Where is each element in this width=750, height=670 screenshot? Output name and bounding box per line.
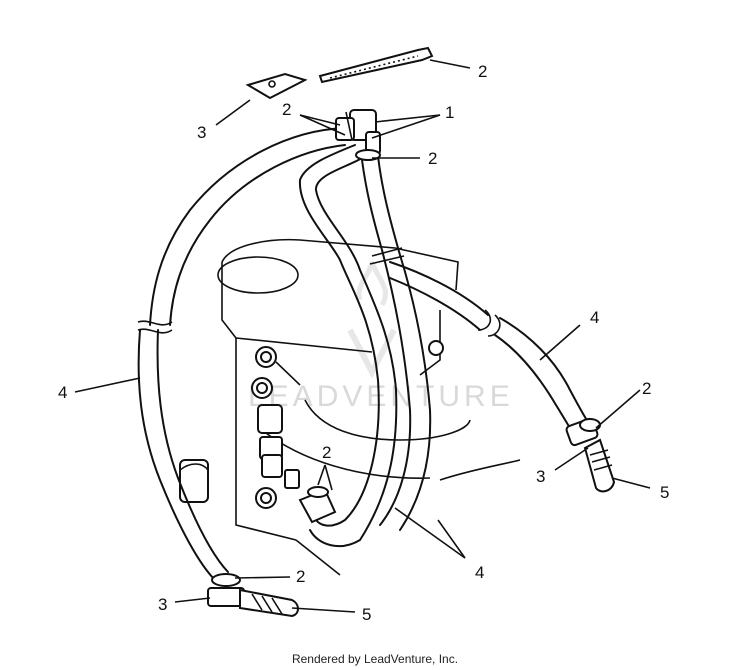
hoses-center xyxy=(298,144,432,548)
tee-coupler xyxy=(335,109,381,155)
cable-tie-top xyxy=(318,46,434,84)
callout-2-right-clamp: 2 xyxy=(642,379,651,398)
lower-center-elbow xyxy=(298,486,337,524)
callout-2-lower-left: 2 xyxy=(296,567,305,586)
lower-left-fitting-assembly xyxy=(207,573,299,618)
watermark-logo-icon xyxy=(347,261,397,379)
callout-4-right: 4 xyxy=(590,308,599,327)
callout-5-right: 5 xyxy=(660,483,669,502)
callout-2-lower-center: 2 xyxy=(322,443,331,462)
footer-credit: Rendered by LeadVenture, Inc. xyxy=(291,652,459,666)
callout-4-bottom: 4 xyxy=(475,563,484,582)
watermark-text: LEADVENTURE xyxy=(248,380,514,413)
watermark: LEADVENTURE xyxy=(248,261,514,413)
callout-3-top: 3 xyxy=(197,123,206,142)
hose-left xyxy=(137,127,346,581)
callout-2-coupler-bottom: 2 xyxy=(428,149,437,168)
callout-4-left: 4 xyxy=(58,383,67,402)
callout-2-top: 2 xyxy=(478,62,487,81)
tank-fittings xyxy=(251,340,444,509)
callouts: 1 2 2 2 2 2 2 3 3 3 4 4 4 5 5 xyxy=(58,62,669,624)
callout-5-lower: 5 xyxy=(362,605,371,624)
callout-3-lower-left: 3 xyxy=(158,595,167,614)
callout-3-right: 3 xyxy=(536,467,545,486)
tank-filler-opening xyxy=(217,256,299,294)
right-fitting-assembly xyxy=(565,417,616,493)
clip-top xyxy=(245,72,308,100)
callout-2-coupler-left: 2 xyxy=(282,100,291,119)
leader-lines xyxy=(74,59,651,613)
callout-1: 1 xyxy=(445,103,454,122)
fuel-tank xyxy=(179,238,521,576)
